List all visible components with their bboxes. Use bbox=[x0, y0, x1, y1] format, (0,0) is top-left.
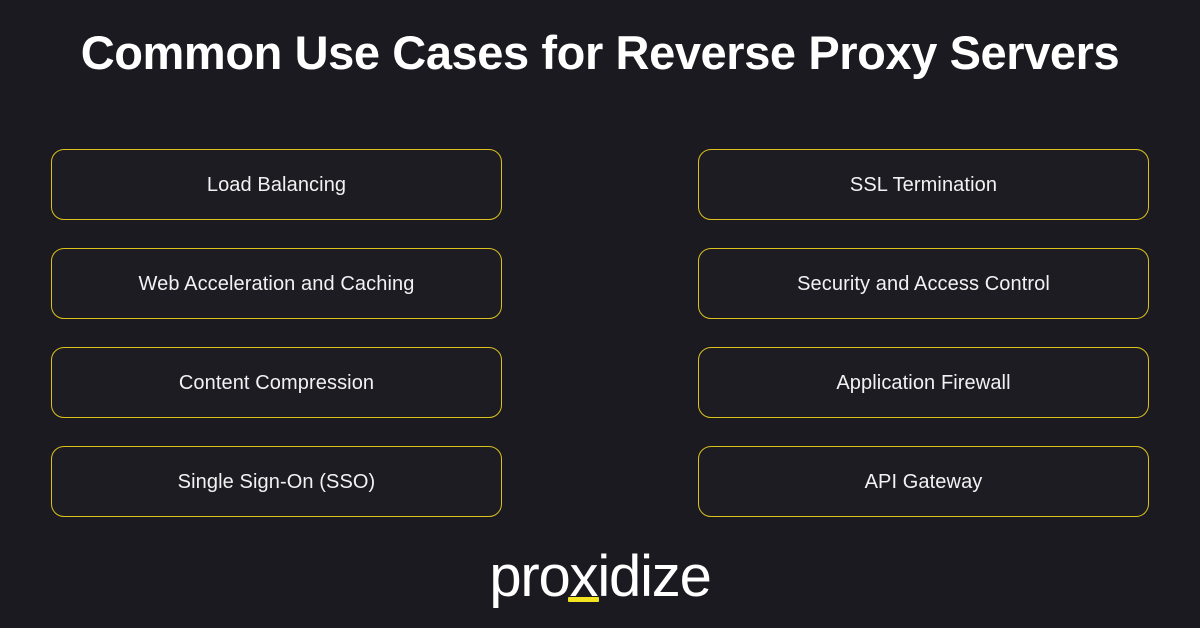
brand-footer: proxidize bbox=[0, 543, 1200, 611]
use-case-card-ssl-termination[interactable]: SSL Termination bbox=[698, 149, 1149, 220]
use-case-card-load-balancing[interactable]: Load Balancing bbox=[51, 149, 502, 220]
use-case-card-security-and-access-control[interactable]: Security and Access Control bbox=[698, 248, 1149, 319]
use-case-card-single-sign-on[interactable]: Single Sign-On (SSO) bbox=[51, 446, 502, 517]
use-case-label: Single Sign-On (SSO) bbox=[177, 470, 376, 493]
proxidize-logo: proxidize bbox=[489, 543, 712, 611]
use-case-card-content-compression[interactable]: Content Compression bbox=[51, 347, 502, 418]
use-case-label: Application Firewall bbox=[836, 371, 1011, 394]
use-case-label: Security and Access Control bbox=[797, 272, 1050, 295]
use-case-label: Load Balancing bbox=[206, 173, 347, 196]
use-case-card-application-firewall[interactable]: Application Firewall bbox=[698, 347, 1149, 418]
use-case-grid: Load Balancing SSL Termination Web Accel… bbox=[51, 149, 1149, 517]
use-case-label: Web Acceleration and Caching bbox=[138, 272, 415, 295]
use-case-card-web-acceleration-and-caching[interactable]: Web Acceleration and Caching bbox=[51, 248, 502, 319]
brand-underline-accent bbox=[568, 597, 600, 602]
use-case-card-api-gateway[interactable]: API Gateway bbox=[698, 446, 1149, 517]
use-case-label: API Gateway bbox=[864, 470, 983, 493]
page-title: Common Use Cases for Reverse Proxy Serve… bbox=[80, 26, 1120, 79]
use-case-label: Content Compression bbox=[178, 371, 375, 394]
use-case-label: SSL Termination bbox=[849, 173, 998, 196]
brand-wordmark: proxidize bbox=[489, 544, 712, 609]
